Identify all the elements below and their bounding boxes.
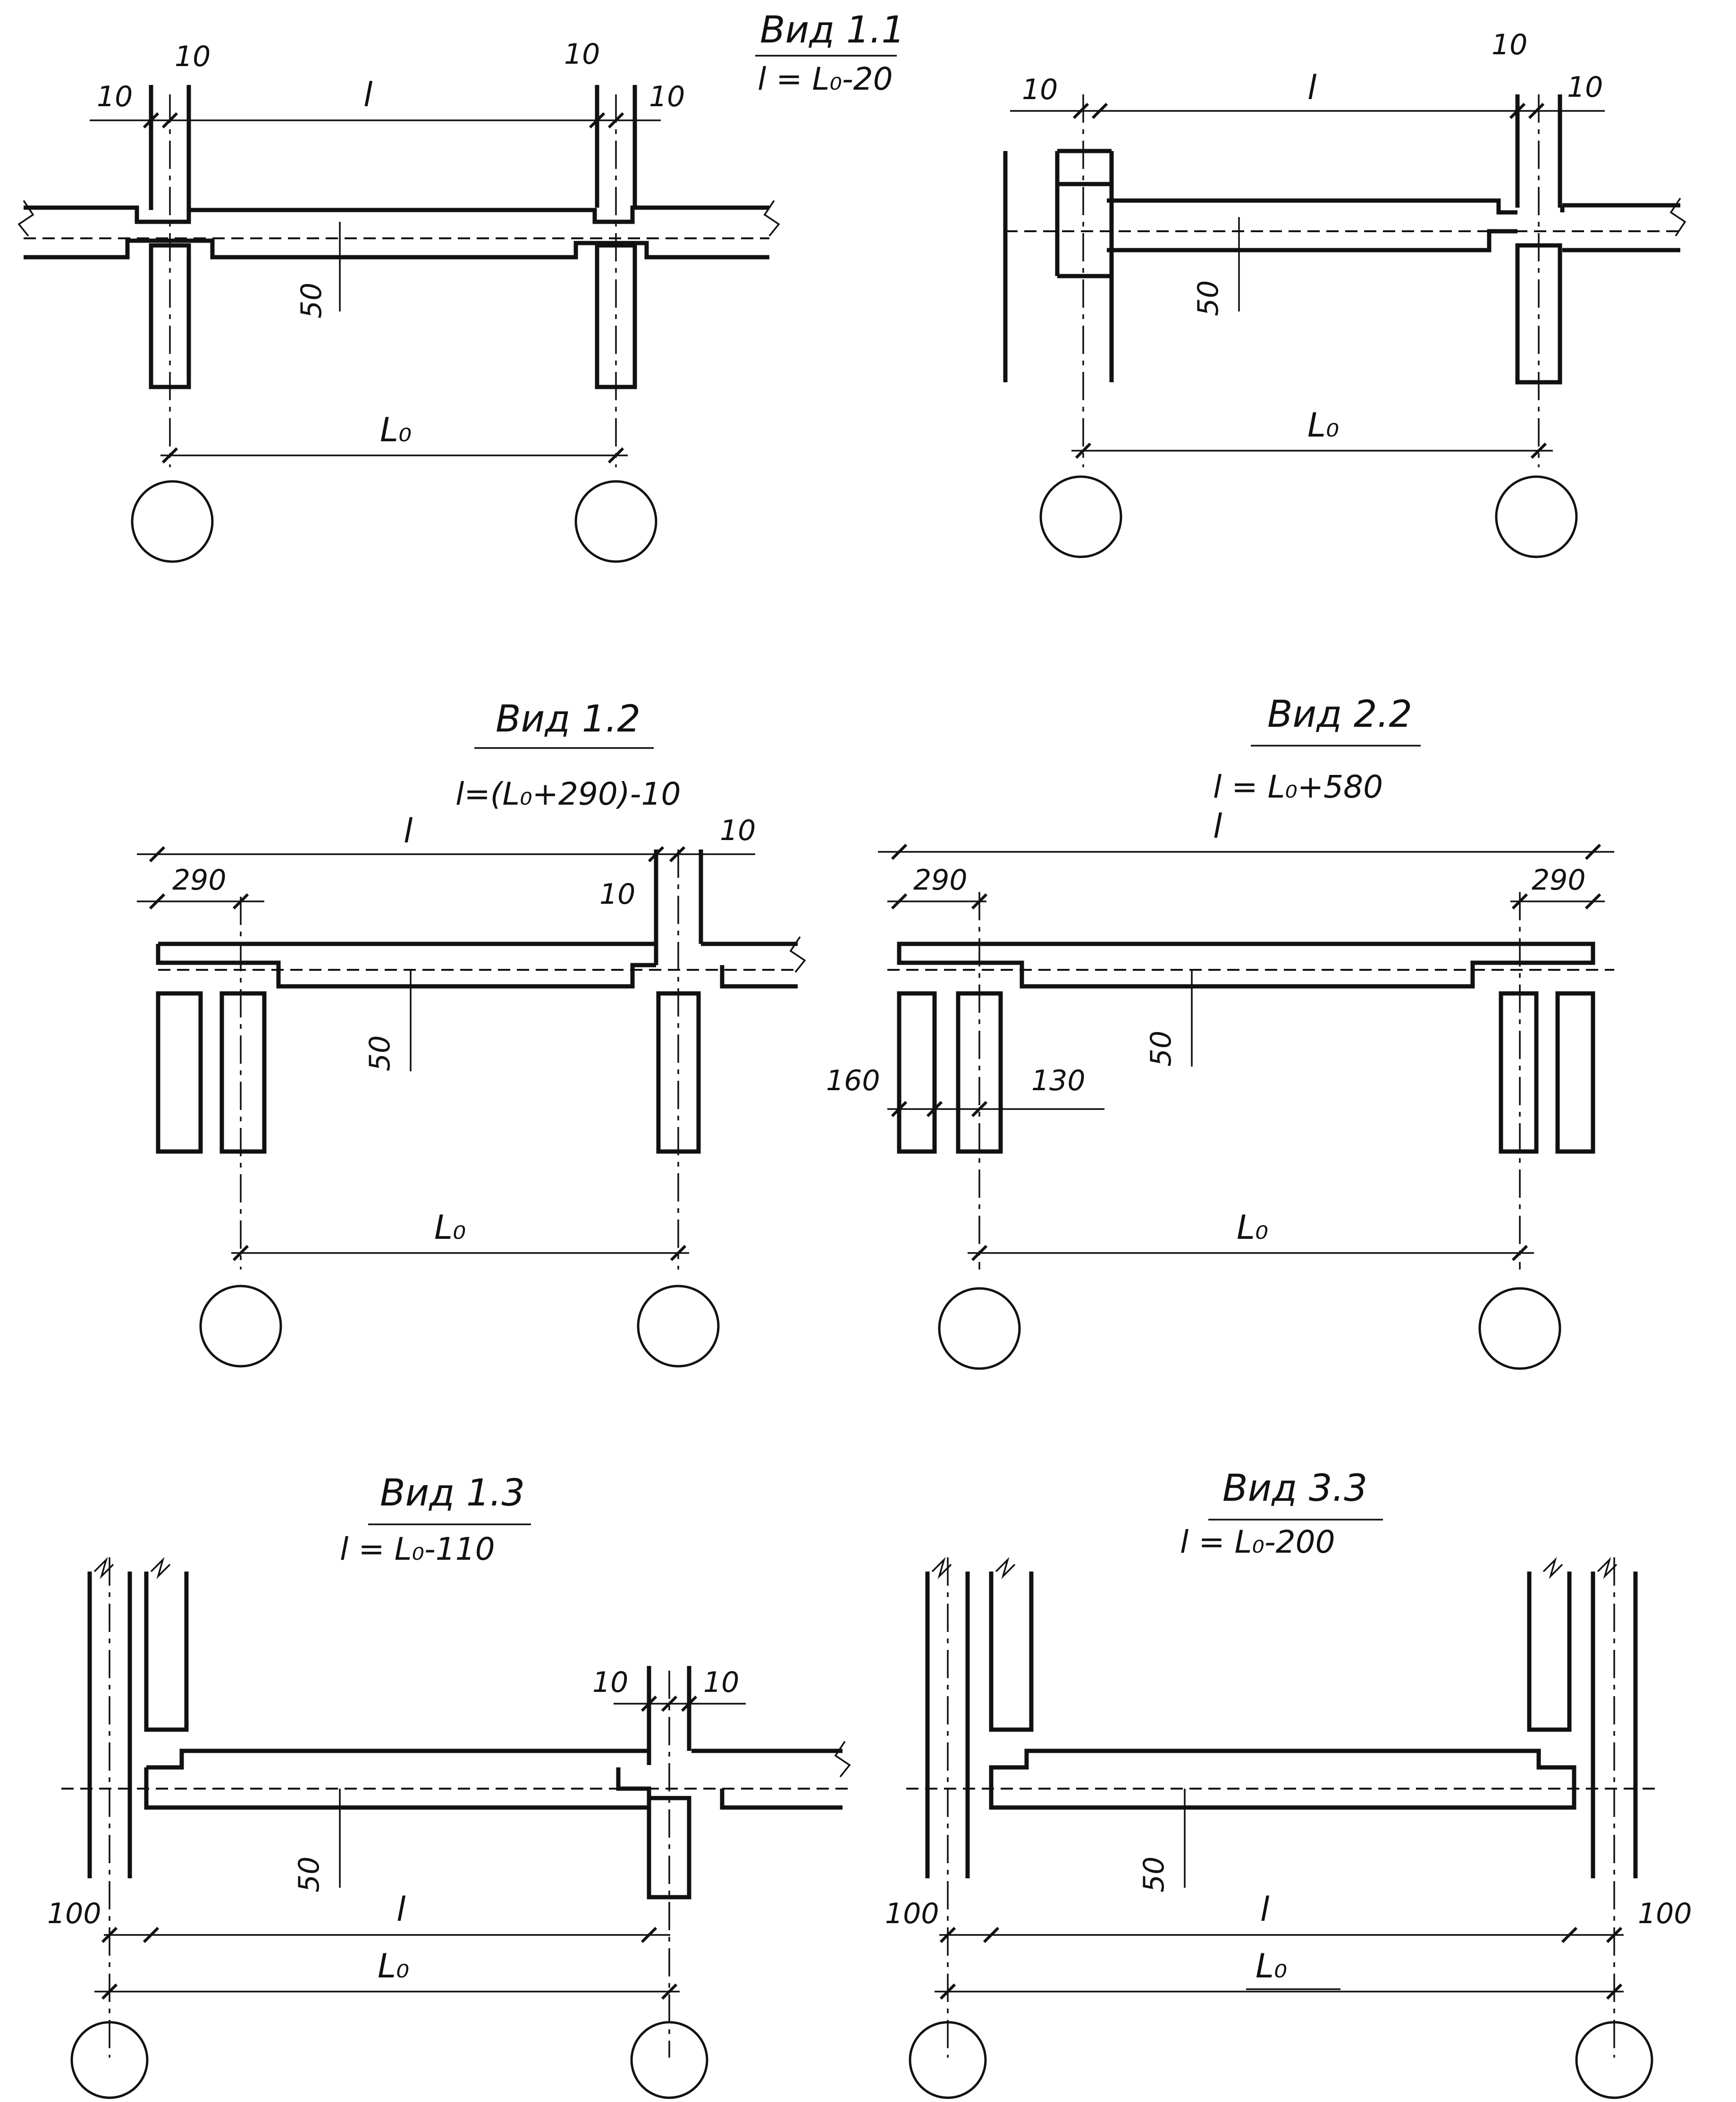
wall-segment	[1499, 991, 1539, 1154]
wall-segment	[156, 991, 203, 1154]
dim-right-gap-2: 10	[649, 80, 685, 113]
dim-l: l	[1307, 68, 1317, 107]
grid-bubble	[1478, 1287, 1561, 1370]
dim-offset: 100	[47, 1897, 101, 1930]
wall-segment	[219, 991, 267, 1154]
slab-outline	[989, 1749, 1576, 1810]
dim-lo: L₀	[1256, 1947, 1287, 1985]
wall-segment	[1555, 991, 1595, 1154]
grid-bubble	[131, 480, 214, 563]
grid-bubble	[630, 2021, 708, 2099]
view-2-2: Вид 2.2 l = L₀+580 l 290 290 50 160 130 …	[826, 693, 1614, 1370]
dim-depth: 50	[293, 1857, 326, 1892]
dim-right-gap: 10	[599, 878, 635, 911]
dim-lo: L₀	[378, 1947, 409, 1985]
dim-lo: L₀	[1307, 406, 1339, 445]
grid-bubble	[1495, 475, 1578, 558]
dim-offset-right: 100	[1638, 1897, 1692, 1930]
dim-left-gap-2: 10	[175, 40, 211, 73]
dim-wall-1: 160	[826, 1064, 880, 1097]
slab-outline	[156, 942, 798, 989]
view-3-3: Вид 3.3 l = L₀-200 50 100 100 l L₀	[885, 1467, 1692, 2099]
grid-bubble	[199, 1285, 282, 1368]
wall-outline	[1003, 149, 1114, 382]
grid-bubble	[574, 480, 657, 563]
grid-bubble	[70, 2021, 149, 2099]
break-mark	[789, 936, 806, 973]
break-mark	[995, 1556, 1016, 1580]
dim-depth: 50	[1192, 280, 1225, 316]
dim-lo: L₀	[434, 1208, 466, 1247]
dim-lo: L₀	[1237, 1208, 1268, 1247]
dim-right-gap-2: 10	[720, 814, 756, 847]
dim-lo: L₀	[380, 411, 412, 449]
dim-depth: 50	[1145, 1031, 1178, 1067]
dim-right-gap: 10	[564, 38, 600, 71]
view-title: Вид 1.3	[380, 1472, 525, 1514]
view-1-3: Вид 1.3 l = L₀-110 10 10 50 100 l L₀	[47, 1472, 851, 2099]
dim-wall-2: 130	[1031, 1064, 1086, 1097]
dim-right-gap: 10	[1492, 28, 1527, 61]
view-2-1: 10 l 10 10 50 L₀	[1003, 28, 1686, 558]
slab-outline	[1107, 198, 1680, 252]
dim-l: l	[1260, 1890, 1270, 1929]
wall-outline	[925, 1572, 1638, 1878]
dim-depth: 50	[1138, 1857, 1171, 1892]
break-mark	[150, 1556, 171, 1580]
dim-right-gap-2: 10	[1567, 71, 1603, 104]
wall-segment	[897, 991, 937, 1154]
dim-l: l	[404, 812, 413, 850]
view-title: Вид 2.2	[1267, 693, 1412, 736]
dim-depth: 50	[363, 1035, 396, 1071]
slab-outline	[897, 942, 1595, 989]
slab-outline	[144, 1749, 843, 1810]
break-mark	[1597, 1556, 1618, 1580]
view-formula: l=(L₀+290)-10	[455, 776, 681, 812]
dim-left-gap: 10	[1022, 73, 1058, 106]
dim-bearing-right: 290	[1532, 864, 1586, 897]
grid-bubble	[909, 2021, 987, 2099]
dim-l: l	[396, 1890, 406, 1929]
dim-l: l	[363, 76, 373, 114]
break-mark	[17, 200, 34, 237]
view-title: Вид 3.3	[1222, 1467, 1367, 1510]
grid-bubble	[1575, 2021, 1653, 2099]
view-1-2: Вид 1.2 l=(L₀+290)-10 l 290 10 10 50 L₀	[137, 698, 806, 1368]
view-formula: l = L₀-110	[340, 1531, 495, 1567]
break-mark	[763, 200, 780, 237]
dim-left-gap: 10	[97, 80, 133, 113]
break-mark	[1669, 198, 1686, 236]
view-formula: l = L₀-200	[1180, 1524, 1335, 1560]
break-mark	[834, 1741, 851, 1778]
dim-right-gap-2: 10	[703, 1666, 739, 1699]
dim-bearing-left: 290	[913, 864, 968, 897]
grid-bubble	[637, 1285, 720, 1368]
view-1-1: Вид 1.1 l = L₀-20 10 10 l 10 10 50 L₀	[17, 9, 905, 563]
view-formula: l = L₀-20	[758, 61, 893, 97]
grid-bubble	[938, 1287, 1021, 1370]
dim-bearing: 290	[172, 864, 227, 897]
dim-right-gap: 10	[592, 1666, 628, 1699]
view-title: Вид 1.2	[496, 698, 640, 740]
break-mark	[1542, 1556, 1563, 1580]
dim-offset-left: 100	[885, 1897, 939, 1930]
slab-outline	[24, 205, 769, 260]
break-mark	[931, 1556, 952, 1580]
dim-l: l	[1213, 807, 1222, 846]
break-mark	[93, 1556, 114, 1580]
grid-bubble	[1039, 475, 1122, 558]
view-title: Вид 1.1	[760, 9, 905, 51]
view-formula: l = L₀+580	[1213, 769, 1383, 805]
wall-outline	[87, 1572, 189, 1878]
dim-depth: 50	[295, 283, 328, 319]
